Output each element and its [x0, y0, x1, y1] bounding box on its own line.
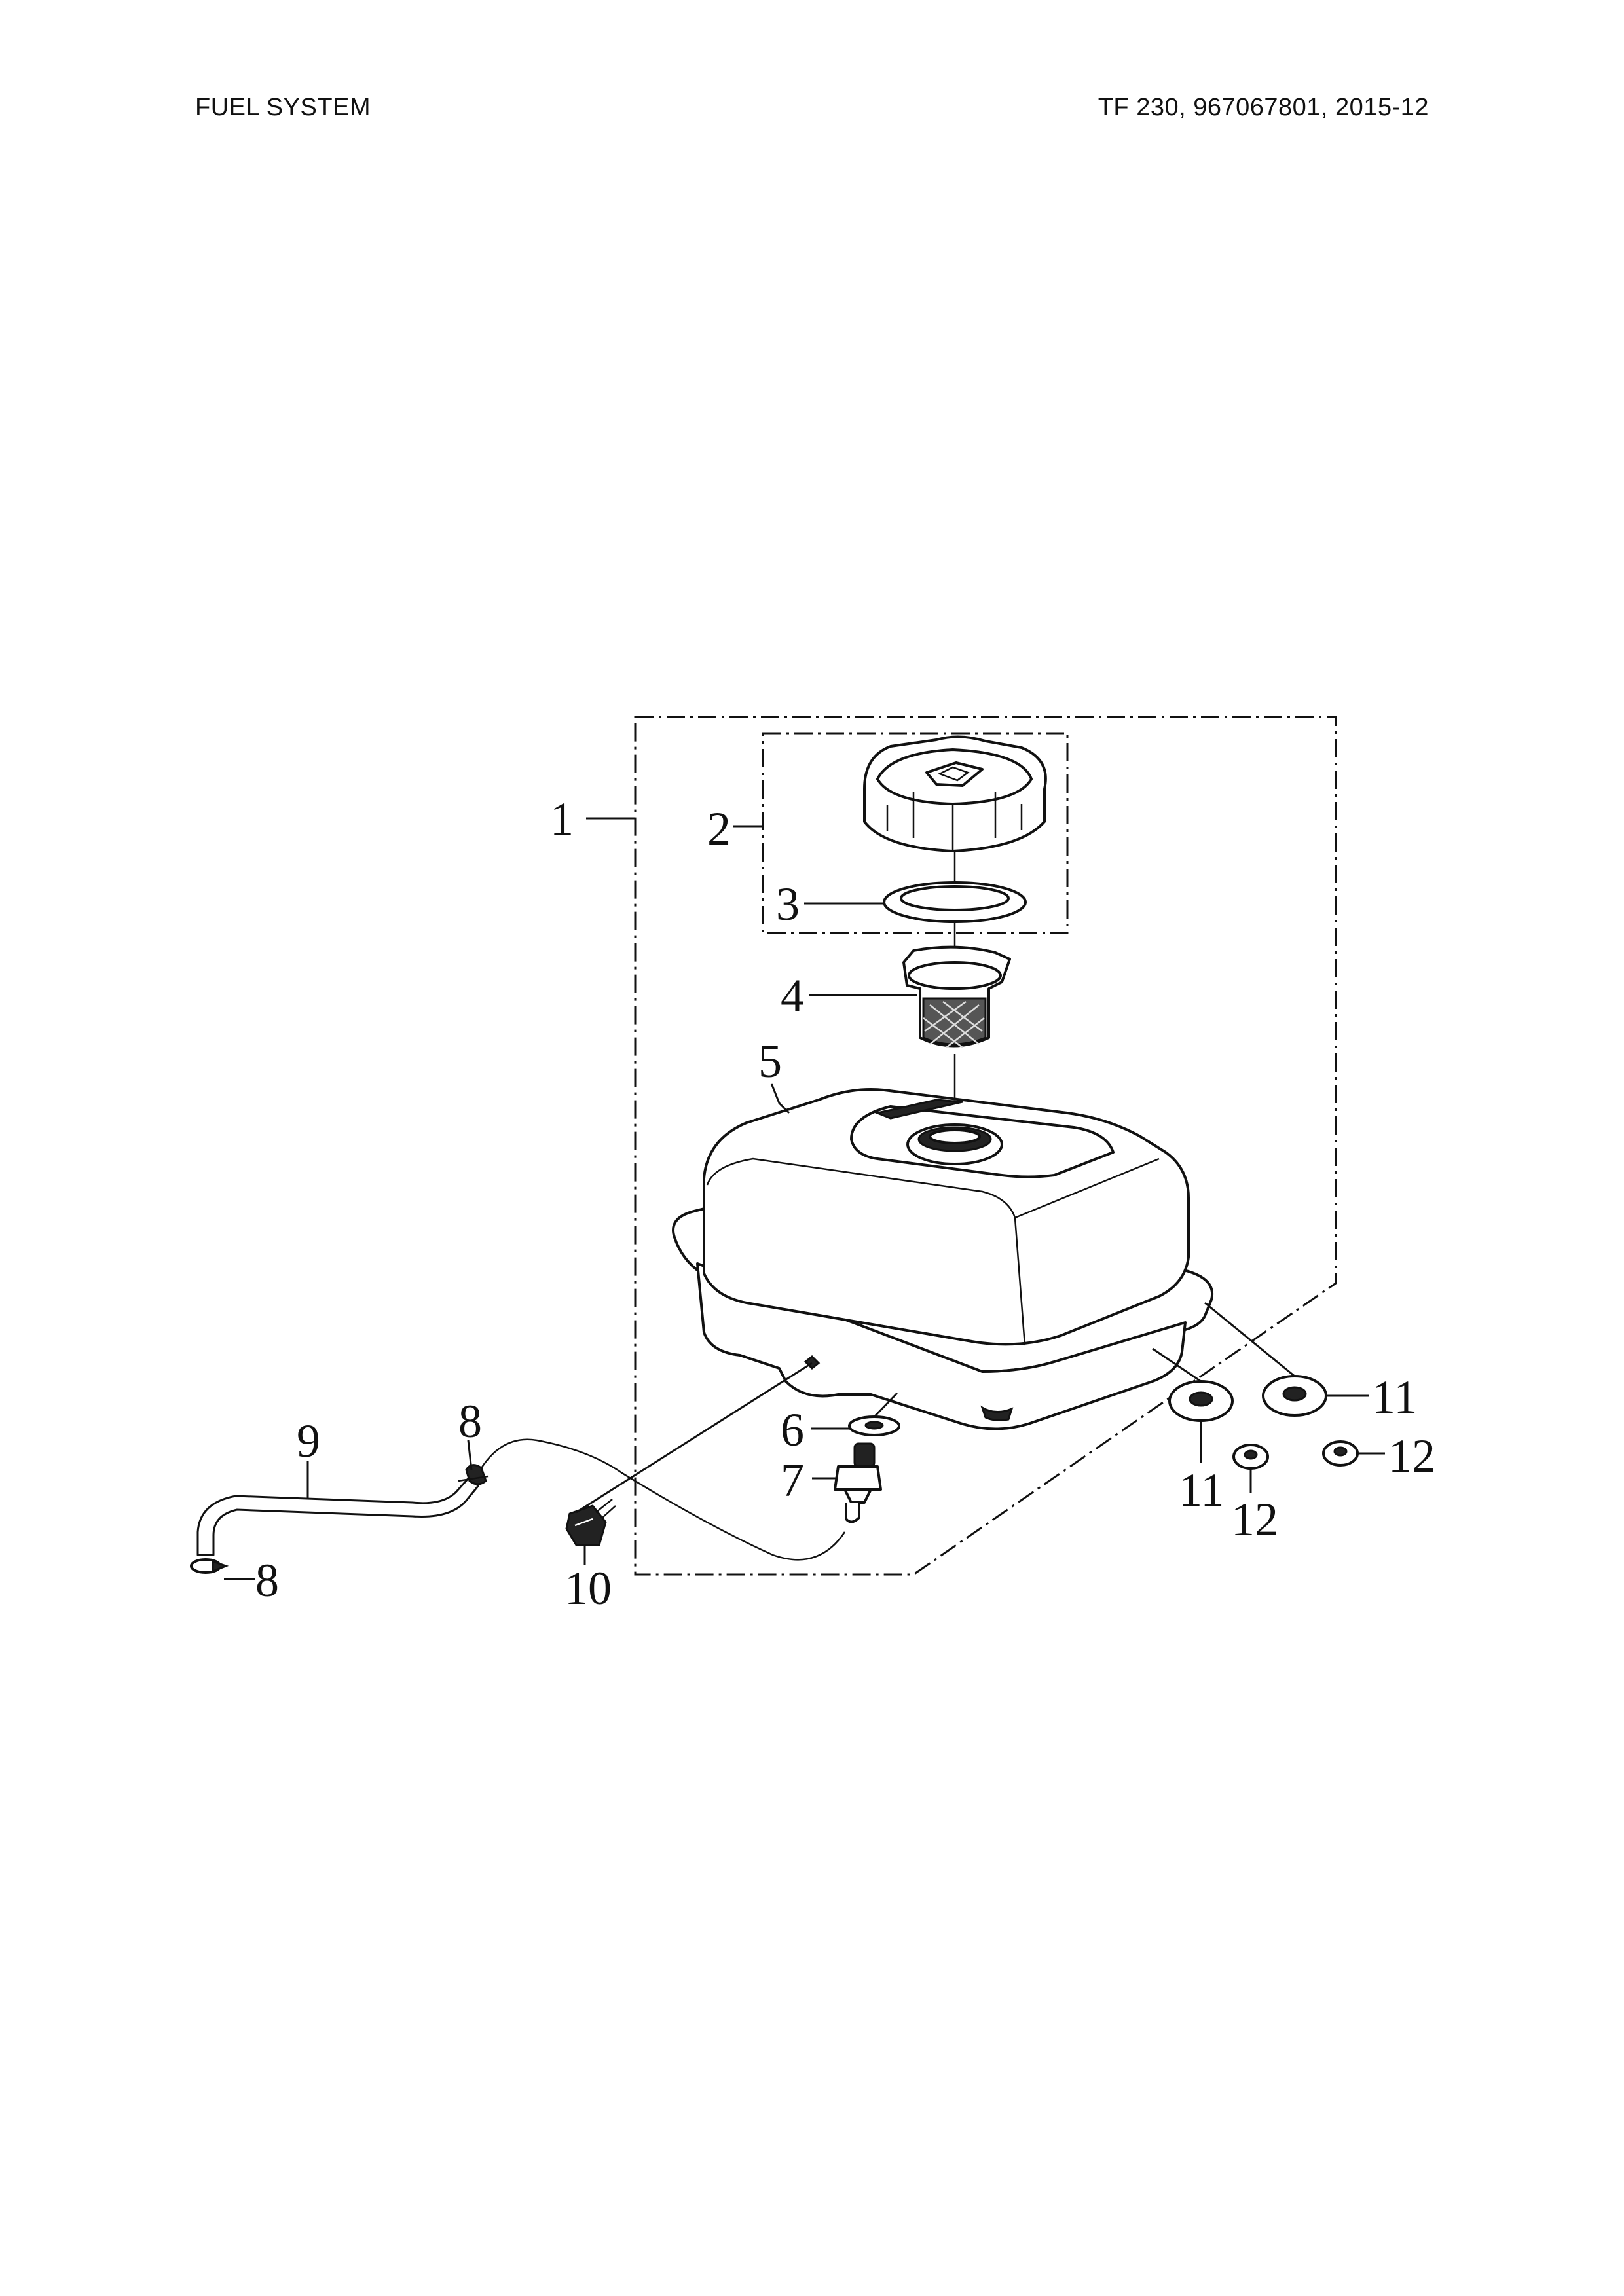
fuel-strainer [902, 945, 1011, 1048]
mounting-bolt [565, 1499, 616, 1546]
callout-12-left: 12 [1231, 1493, 1278, 1546]
flat-washer [1168, 1380, 1234, 1422]
nut [1322, 1440, 1359, 1467]
fuel-valve [834, 1442, 882, 1523]
callout-8-lower: 8 [255, 1554, 279, 1607]
leader-lines [224, 817, 1385, 1580]
callout-6: 6 [781, 1404, 804, 1456]
hose-clamp [458, 1464, 489, 1485]
fuel-hose [196, 1438, 846, 1561]
callout-12-right: 12 [1388, 1430, 1435, 1482]
callout-9: 9 [297, 1415, 320, 1467]
flat-washer [1262, 1375, 1327, 1417]
callout-11-left: 11 [1179, 1464, 1224, 1516]
cap-subassembly-boundary [762, 732, 1069, 934]
callout-11-right: 11 [1372, 1371, 1417, 1423]
hose-clamp [190, 1558, 229, 1574]
callout-2: 2 [707, 803, 731, 855]
callout-4: 4 [781, 970, 804, 1022]
section-title: FUEL SYSTEM [195, 94, 371, 121]
callout-1: 1 [550, 793, 574, 845]
model-info: TF 230, 967067801, 2015-12 [1098, 94, 1429, 121]
callout-10: 10 [564, 1562, 612, 1614]
nut [1232, 1444, 1269, 1470]
fuel-cap [863, 735, 1047, 852]
callout-3: 3 [776, 878, 800, 930]
callout-5: 5 [758, 1035, 782, 1087]
callout-8-upper: 8 [458, 1395, 482, 1448]
cap-gasket [883, 881, 1027, 923]
assembly-boundary [634, 716, 1337, 1576]
washer [848, 1415, 900, 1436]
fuel-tank [672, 1088, 1214, 1430]
callout-7: 7 [781, 1454, 804, 1506]
